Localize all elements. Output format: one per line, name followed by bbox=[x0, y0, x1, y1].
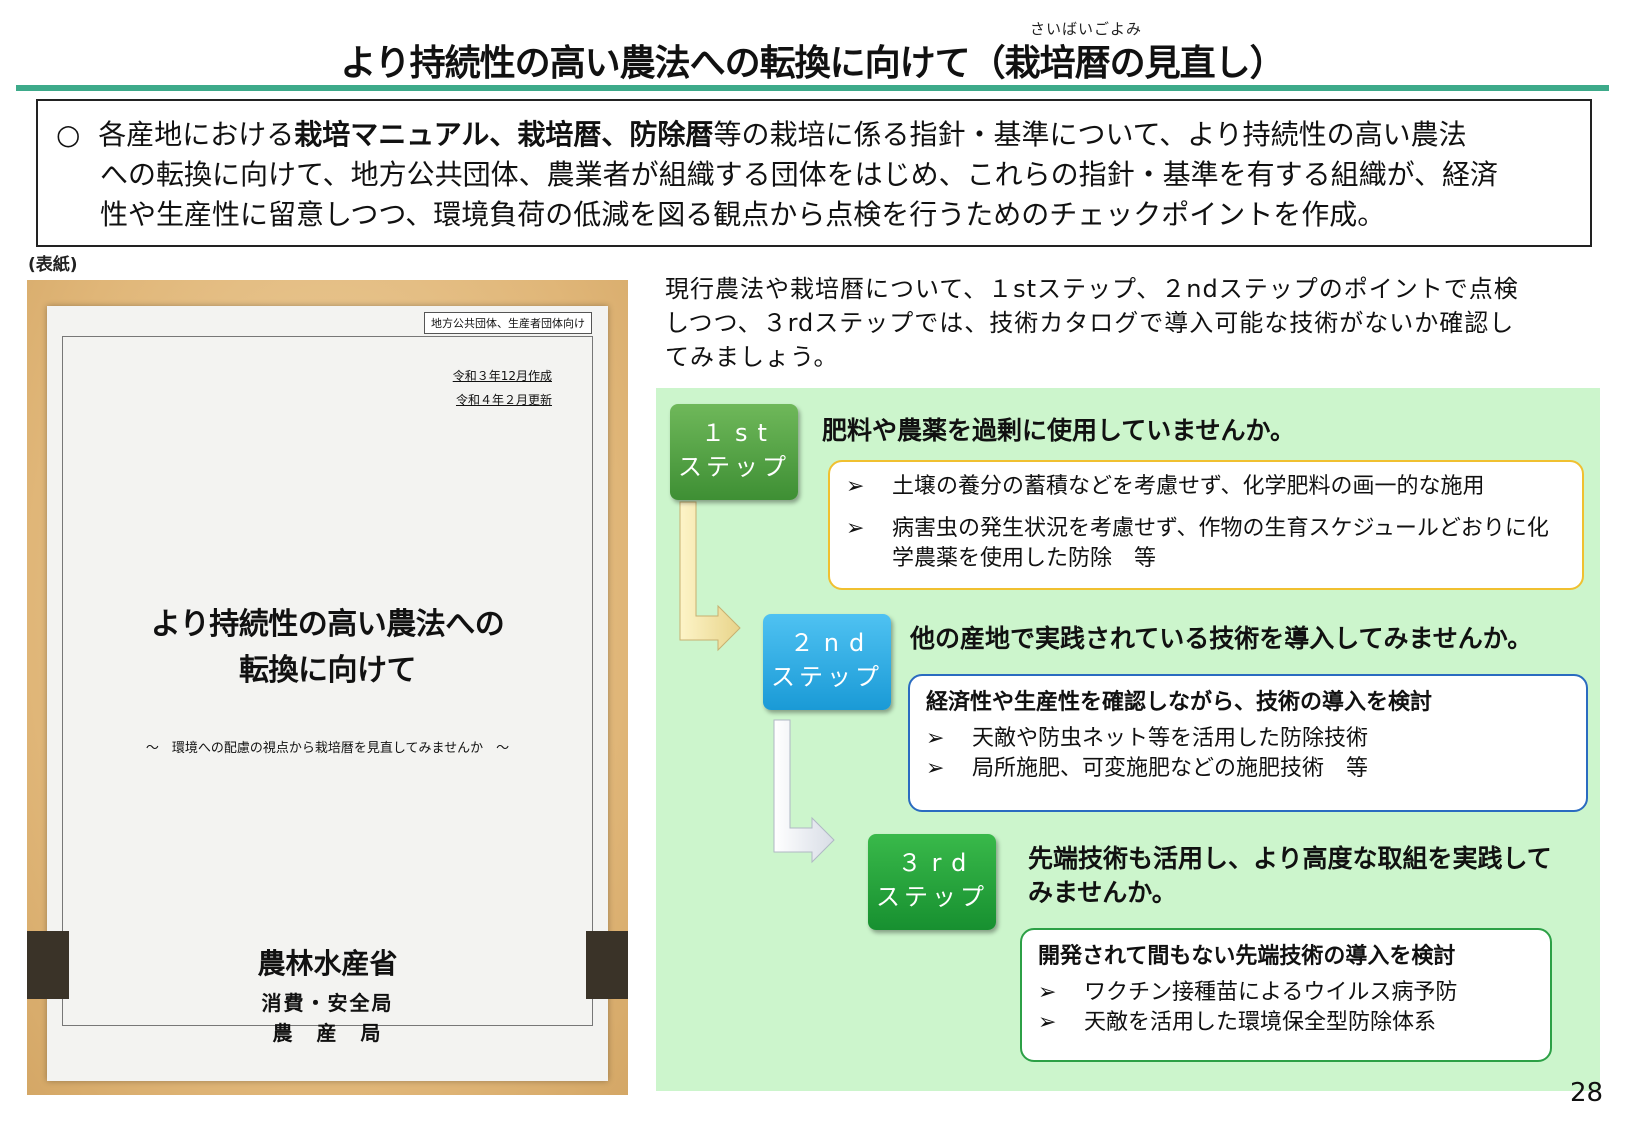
step-1-box: ➢ 土壌の養分の蓄積などを考慮せず、化学肥料の画一的な施用 ➢ 病害虫の発生状況を考… bbox=[828, 460, 1584, 590]
step-3-question: 先端技術も活用し、より高度な取組を実践してみませんか。 bbox=[1028, 844, 1552, 907]
step-2-badge: ２nd ステップ bbox=[763, 614, 891, 710]
list-item-text: 土壌の養分の蓄積などを考慮せず、化学肥料の画一的な施用 bbox=[892, 474, 1485, 499]
list-item: ➢ 病害虫の発生状況を考慮せず、作物の生育スケジュールどおりに化学農薬を使用した防… bbox=[846, 514, 1566, 574]
page-number: 28 bbox=[1570, 1078, 1604, 1108]
list-item: ➢ 局所施肥、可変施肥などの施肥技術 等 bbox=[926, 754, 1570, 784]
step-2-question: 他の産地で実践されている技術を導入してみませんか。 bbox=[910, 624, 1533, 653]
step-2-label: ステップ bbox=[771, 663, 883, 691]
binder-clip-right bbox=[586, 931, 628, 999]
step-3-box: 開発されて間もない先端技術の導入を検討 ➢ ワクチン接種苗によるウイルス病予防 ➢… bbox=[1020, 928, 1552, 1062]
summary-text-2: 等の栽培に係る指針・基準について、より持続性の高い農法 bbox=[713, 118, 1467, 151]
list-item: ➢ 天敵を活用した環境保全型防除体系 bbox=[1038, 1008, 1534, 1038]
cover-image: 地方公共団体、生産者団体向け 令和３年12月作成 令和４年２月更新 より持続性の… bbox=[27, 280, 628, 1095]
list-item-text: 天敵を活用した環境保全型防除体系 bbox=[1084, 1010, 1437, 1035]
cover-page: 地方公共団体、生産者団体向け 令和３年12月作成 令和４年２月更新 より持続性の… bbox=[47, 306, 608, 1081]
step-3-label: ステップ bbox=[876, 883, 988, 911]
intro-line-1: 現行農法や栽培暦について、１stステップ、２ndステップのポイントで点検 bbox=[665, 275, 1519, 303]
cover-date-updated: 令和４年２月更新 bbox=[455, 393, 552, 407]
list-item-text: ワクチン接種苗によるウイルス病予防 bbox=[1084, 980, 1458, 1005]
list-item: ➢ ワクチン接種苗によるウイルス病予防 bbox=[1038, 978, 1534, 1008]
step-connectors bbox=[679, 501, 835, 864]
title-rule bbox=[16, 85, 1609, 91]
step-1-question: 肥料や農薬を過剰に使用していませんか。 bbox=[822, 416, 1296, 445]
arrow-marker-icon: ➢ bbox=[926, 726, 945, 751]
step-2-box-heading: 経済性や生産性を確認しながら、技術の導入を検討 bbox=[926, 690, 1433, 715]
cover-tag: 地方公共団体、生産者団体向け bbox=[424, 312, 592, 334]
cover-ministry: 農林水産省 bbox=[257, 947, 398, 980]
cover-title: より持続性の高い農法への 転換に向けて bbox=[63, 602, 592, 694]
step-1-badge: １st ステップ bbox=[670, 404, 798, 500]
list-item-text: 局所施肥、可変施肥などの施肥技術 等 bbox=[972, 756, 1369, 781]
arrow-marker-icon: ➢ bbox=[846, 474, 865, 499]
cover-title-line-1: より持続性の高い農法への bbox=[150, 607, 505, 642]
binder-clip-left bbox=[27, 931, 69, 999]
summary-line-2: への転換に向けて、地方公共団体、農業者が組織する団体をはじめ、これらの指針・基準… bbox=[100, 158, 1499, 191]
cover-date-created: 令和３年12月作成 bbox=[452, 369, 552, 383]
arrow-marker-icon: ➢ bbox=[1038, 980, 1057, 1005]
cover-inner-frame: 令和３年12月作成 令和４年２月更新 より持続性の高い農法への 転換に向けて ～… bbox=[62, 336, 593, 1045]
cover-title-line-2: 転換に向けて bbox=[239, 653, 417, 688]
arrow-marker-icon: ➢ bbox=[1038, 1010, 1057, 1035]
list-item: ➢ 天敵や防虫ネット等を活用した防除技術 bbox=[926, 724, 1570, 754]
title-ruby: さいばいごよみ bbox=[1030, 20, 1143, 38]
connector-arrow-2-3 bbox=[773, 719, 835, 864]
intro-text: 現行農法や栽培暦について、１stステップ、２ndステップのポイントで点検 しつつ… bbox=[665, 272, 1595, 374]
cover-label: (表紙) bbox=[28, 255, 78, 275]
list-item-text: 天敵や防虫ネット等を活用した防除技術 bbox=[972, 726, 1369, 751]
list-item: ➢ 土壌の養分の蓄積などを考慮せず、化学肥料の画一的な施用 bbox=[846, 472, 1566, 502]
summary-line-1: ○ 各産地における栽培マニュアル、栽培暦、防除暦等の栽培に係る指針・基準について… bbox=[56, 115, 1570, 155]
step-1-number: １st bbox=[701, 419, 777, 447]
steps-panel: １st ステップ 肥料や農薬を過剰に使用していませんか。 ➢ 土壌の養分の蓄積など… bbox=[656, 388, 1600, 1091]
summary-bullet: ○ bbox=[56, 118, 81, 151]
arrow-marker-icon: ➢ bbox=[926, 756, 945, 781]
step-2-box: 経済性や生産性を確認しながら、技術の導入を検討 ➢ 天敵や防虫ネット等を活用した防… bbox=[908, 674, 1588, 812]
summary-line-3: 性や生産性に留意しつつ、環境負荷の低減を図る観点から点検を行うためのチェックポイ… bbox=[100, 198, 1386, 231]
summary-box: ○ 各産地における栽培マニュアル、栽培暦、防除暦等の栽培に係る指針・基準について… bbox=[36, 99, 1592, 247]
intro-line-3: てみましょう。 bbox=[665, 343, 839, 371]
cover-bureau-1: 消費・安全局 bbox=[261, 991, 394, 1015]
step-3-number: ３rd bbox=[897, 849, 977, 877]
step-3-box-heading: 開発されて間もない先端技術の導入を検討 bbox=[1038, 944, 1456, 969]
summary-text-1: 各産地における bbox=[98, 118, 295, 151]
step-3-badge: ３rd ステップ bbox=[868, 834, 996, 930]
list-item-text: 病害虫の発生状況を考慮せず、作物の生育スケジュールどおりに化学農薬を使用した防除… bbox=[892, 516, 1549, 571]
step-2-number: ２nd bbox=[789, 629, 875, 657]
connector-arrow-1-2 bbox=[679, 501, 741, 652]
step-1-label: ステップ bbox=[678, 453, 790, 481]
summary-emphasis: 栽培マニュアル、栽培暦、防除暦 bbox=[294, 118, 714, 151]
intro-line-2: しつつ、３rdステップでは、技術カタログで導入可能な技術がないか確認し bbox=[665, 309, 1515, 337]
page-title: より持続性の高い農法への転換に向けて（栽培暦の見直し） bbox=[340, 43, 1285, 84]
cover-bureau-2: 農 産 局 bbox=[272, 1021, 383, 1045]
arrow-marker-icon: ➢ bbox=[846, 516, 865, 541]
cover-subtitle: ～ 環境への配慮の視点から栽培暦を見直してみませんか ～ bbox=[145, 741, 510, 756]
